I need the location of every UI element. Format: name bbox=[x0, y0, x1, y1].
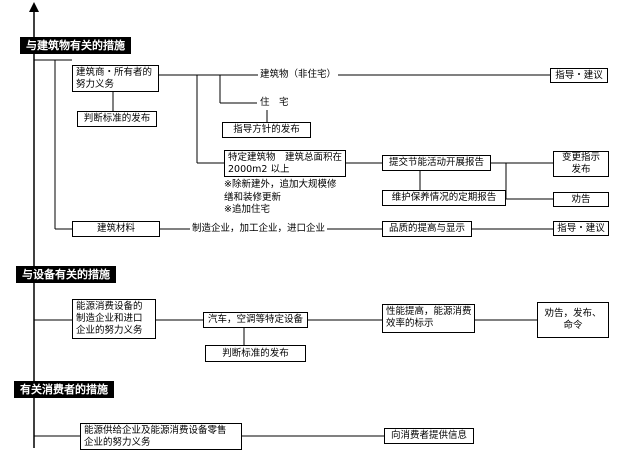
owner-obligation-line-1: 建筑商・所有者的 bbox=[76, 67, 153, 78]
orders-box: 劝告，发布、 命令 bbox=[537, 302, 609, 338]
supplier-obligation-box: 能源供给企业及能源消费设备零售 企业的努力义务 bbox=[80, 423, 242, 450]
manufacturers-label: 制造企业，加工企业，进口企业 bbox=[190, 223, 328, 235]
specified-equipment-box: 汽车，空调等特定设备 bbox=[203, 312, 308, 328]
guideline-issue-box: 指导方针的发布 bbox=[222, 122, 311, 138]
supplier-obligation-line-1: 能源供给企业及能源消费设备零售 bbox=[84, 425, 227, 436]
change-instruction-box: 变更指示 发布 bbox=[553, 151, 609, 177]
change-instruction-line-2: 发布 bbox=[571, 164, 591, 175]
consumer-info-box: 向消费者提供信息 bbox=[384, 428, 474, 444]
residential-label: 住 宅 bbox=[258, 97, 291, 109]
specified-note-line-3: ※追加住宅 bbox=[224, 204, 270, 215]
quality-box: 品质的提高与显示 bbox=[382, 221, 472, 237]
recommendation-box-building: 劝告 bbox=[553, 192, 609, 207]
non-residential-label: 建筑物（非住宅） bbox=[258, 69, 339, 81]
section-header-equipment: 与设备有关的措施 bbox=[16, 266, 116, 283]
efficiency-label-line-1: 性能提高，能源消费 bbox=[386, 306, 472, 317]
judgment-standard-box-building: 判断标准的发布 bbox=[77, 111, 157, 127]
efficiency-label-line-2: 效率的标示 bbox=[386, 318, 434, 329]
guidance-advice-box-2: 指导・建议 bbox=[553, 221, 609, 236]
guidance-advice-box-1: 指导・建议 bbox=[550, 68, 608, 83]
change-instruction-line-1: 变更指示 bbox=[561, 152, 600, 163]
section-header-building: 与建筑物有关的措施 bbox=[20, 37, 131, 54]
efficiency-label-box: 性能提高，能源消费 效率的标示 bbox=[382, 304, 475, 333]
owner-obligation-box: 建筑商・所有者的 努力义务 bbox=[72, 65, 159, 92]
orders-line-1: 劝告，发布、 bbox=[544, 308, 602, 319]
equipment-manufacturer-line-3: 企业的努力义务 bbox=[76, 325, 143, 336]
specified-building-note: ※除新建外，追加大规模修 缮和装修更新 ※追加住宅 bbox=[224, 179, 336, 217]
energy-report-box: 提交节能活动开展报告 bbox=[382, 155, 491, 171]
equipment-manufacturer-line-1: 能源消费设备的 bbox=[76, 301, 143, 312]
specified-note-line-1: ※除新建外，追加大规模修 bbox=[224, 179, 337, 190]
equipment-manufacturer-line-2: 制造企业和进口 bbox=[76, 313, 143, 324]
orders-line-2: 命令 bbox=[563, 320, 583, 331]
specified-note-line-2: 缮和装修更新 bbox=[224, 191, 282, 203]
owner-obligation-line-2: 努力义务 bbox=[76, 79, 115, 90]
specified-building-box: 特定建筑物 建筑总面积在 2000m2 以上 bbox=[224, 150, 346, 177]
equipment-manufacturer-box: 能源消费设备的 制造企业和进口 企业的努力义务 bbox=[72, 299, 156, 339]
building-materials-box: 建筑材料 bbox=[72, 221, 160, 237]
judgment-standard-box-equipment: 判断标准的发布 bbox=[205, 345, 306, 362]
maintenance-report-box: 维护保养情况的定期报告 bbox=[382, 190, 506, 206]
specified-building-line-2: 2000m2 以上 bbox=[228, 164, 290, 175]
specified-building-line-1: 特定建筑物 建筑总面积在 bbox=[228, 152, 343, 163]
section-header-consumer: 有关消费者的措施 bbox=[14, 381, 114, 398]
supplier-obligation-line-2: 企业的努力义务 bbox=[84, 437, 151, 448]
